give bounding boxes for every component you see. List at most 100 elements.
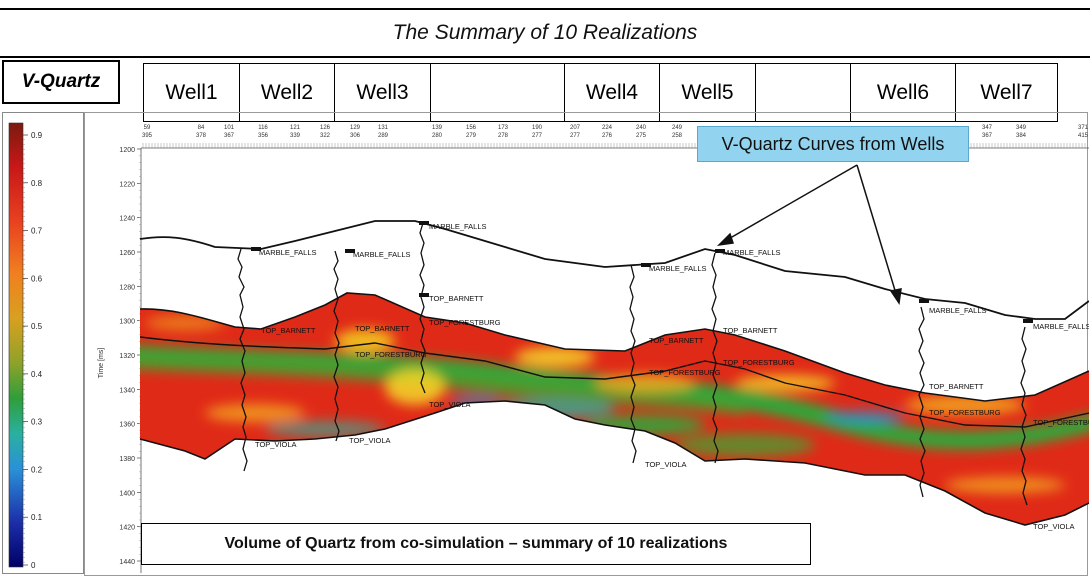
quartz-yellow-patch-1 xyxy=(335,329,395,353)
colorbar-ticks: 0.90.80.70.60.50.40.30.20.10 xyxy=(23,131,43,570)
trace-label-bottom: 278 xyxy=(498,133,509,139)
label-w7-forestburg: TOP_FORESTBURG xyxy=(1033,418,1089,427)
time-tick-label: 1240 xyxy=(119,216,135,223)
trace-label-bottom: 356 xyxy=(258,133,269,139)
well4-curve xyxy=(629,264,637,464)
marker-w1-marble xyxy=(251,247,261,251)
trace-label-bottom: 384 xyxy=(1016,133,1027,139)
colorbar-tick-label: 0.5 xyxy=(31,322,43,331)
quartz-orange-patch-4 xyxy=(945,477,1065,493)
time-tick-label: 1440 xyxy=(119,559,135,566)
trace-label-bottom: 322 xyxy=(320,133,331,139)
section-svg: 5939584378101367116356121339126322129306… xyxy=(98,125,1090,573)
marker-w6-marble xyxy=(919,299,929,303)
trace-label-top: 240 xyxy=(636,125,647,131)
time-tick-label: 1280 xyxy=(119,284,135,291)
trace-label-bottom: 415 xyxy=(1078,133,1089,139)
trace-label-top: 101 xyxy=(224,125,235,131)
marker-w3-marble xyxy=(419,221,429,225)
trace-label-top: 156 xyxy=(466,125,477,131)
well2-curve xyxy=(333,250,340,442)
trace-label-bottom: 289 xyxy=(378,133,389,139)
time-tick-label: 1400 xyxy=(119,490,135,497)
label-w3-barnett: TOP_BARNETT xyxy=(429,294,484,303)
label-w5-marble: MARBLE_FALLS xyxy=(723,248,781,257)
horizon-marble-falls xyxy=(139,220,1090,320)
label-w2-barnett: TOP_BARNETT xyxy=(355,324,410,333)
label-w2-viola: TOP_VIOLA xyxy=(349,436,391,445)
label-w6-forestburg: TOP_FORESTBURG xyxy=(929,408,1001,417)
colorbar-tick-label: 0.4 xyxy=(31,370,43,379)
trace-label-bottom: 378 xyxy=(196,133,207,139)
marker-w4-marble xyxy=(641,263,651,267)
trace-label-top: 349 xyxy=(1016,125,1027,131)
quartz-blue-patch-1 xyxy=(825,411,905,423)
label-w1-marble: MARBLE_FALLS xyxy=(259,248,317,257)
colorbar-svg: 0.90.80.70.60.50.40.30.20.10 xyxy=(8,122,43,570)
label-w4-forestburg: TOP_FORESTBURG xyxy=(649,368,721,377)
well7-curve xyxy=(1020,326,1028,506)
trace-label-bottom: 277 xyxy=(532,133,543,139)
label-w2-forestburg: TOP_FORESTBURG xyxy=(355,350,427,359)
trace-label-top: 224 xyxy=(602,125,613,131)
time-tick-label: 1260 xyxy=(119,250,135,257)
quartz-yellow-patch-4 xyxy=(385,369,445,405)
time-tick-label: 1420 xyxy=(119,525,135,532)
label-w3-viola: TOP_VIOLA xyxy=(429,400,471,409)
well6-curve xyxy=(918,306,926,498)
trace-label-bottom: 279 xyxy=(466,133,477,139)
marker-w7-marble xyxy=(1023,319,1033,323)
marker-w3-barnett xyxy=(419,293,429,297)
label-w7-viola: TOP_VIOLA xyxy=(1033,522,1075,531)
well3-curve xyxy=(419,222,426,394)
trace-label-top: 129 xyxy=(350,125,361,131)
well-curves xyxy=(237,222,1028,506)
label-w3-marble: MARBLE_FALLS xyxy=(429,222,487,231)
label-w5-forestburg: TOP_FORESTBURG xyxy=(723,358,795,367)
horizon-top-viola xyxy=(139,400,1090,526)
trace-label-top: 173 xyxy=(498,125,509,131)
time-tick-label: 1380 xyxy=(119,456,135,463)
trace-label-top: 59 xyxy=(144,125,151,131)
property-label: V-Quartz xyxy=(2,60,120,104)
trace-label-bottom: 275 xyxy=(636,133,647,139)
label-w2-marble: MARBLE_FALLS xyxy=(353,250,411,259)
time-tick-label: 1360 xyxy=(119,422,135,429)
colorbar-tick-label: 0 xyxy=(31,561,36,570)
trace-label-top: 116 xyxy=(258,125,268,131)
trace-label-top: 249 xyxy=(672,125,683,131)
time-tick-label: 1320 xyxy=(119,353,135,360)
time-tick-label: 1220 xyxy=(119,181,135,188)
label-w4-marble: MARBLE_FALLS xyxy=(649,264,707,273)
well1-curve xyxy=(237,248,248,472)
trace-label-bottom: 395 xyxy=(142,133,153,139)
horizon-markers xyxy=(251,221,1033,323)
figure-title-text: The Summary of 10 Realizations xyxy=(392,21,698,44)
trace-label-bottom: 339 xyxy=(290,133,301,139)
well5-curve xyxy=(711,252,719,464)
time-tick-label: 1300 xyxy=(119,319,135,326)
time-tick-label: 1200 xyxy=(119,147,135,154)
callout-arrow-right-head xyxy=(889,288,902,306)
trace-label-top: 126 xyxy=(320,125,331,131)
trace-label-bottom: 367 xyxy=(982,133,993,139)
quartz-yellow-patch-2 xyxy=(515,347,595,367)
callout-arrows xyxy=(716,164,902,306)
time-axis-label: Time [ms] xyxy=(98,348,105,379)
trace-label-top: 139 xyxy=(432,125,443,131)
colorbar-tick-label: 0.9 xyxy=(31,131,43,140)
trace-label-top: 207 xyxy=(570,125,581,131)
well-curves-callout: V-Quartz Curves from Wells xyxy=(697,126,969,162)
colorbar-tick-label: 0.3 xyxy=(31,418,43,427)
label-w6-marble: MARBLE_FALLS xyxy=(929,306,987,315)
colorbar-tick-label: 0.6 xyxy=(31,274,43,283)
colorbar-tick-label: 0.7 xyxy=(31,227,43,236)
trace-number-labels: 5939584378101367116356121339126322129306… xyxy=(142,125,1089,139)
colorbar-tick-label: 0.2 xyxy=(31,465,43,474)
quartz-orange-patch-3 xyxy=(205,404,305,422)
horizon-labels: MARBLE_FALLS MARBLE_FALLS MARBLE_FALLS M… xyxy=(255,222,1090,531)
trace-label-top: 347 xyxy=(982,125,993,131)
trace-label-bottom: 306 xyxy=(350,133,361,139)
